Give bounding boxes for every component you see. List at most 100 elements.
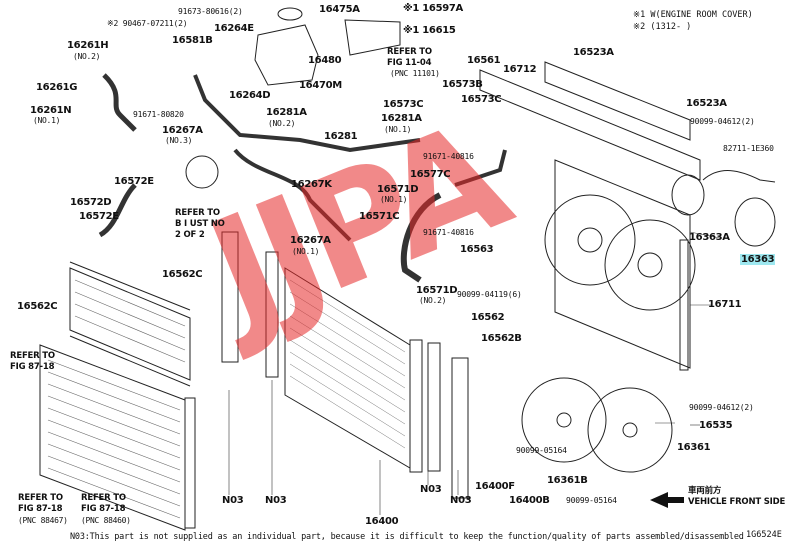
callout-16361B[interactable]: 16361B — [547, 475, 588, 486]
callout-16261H[interactable]: 16261H — [67, 40, 109, 51]
callout-16363[interactable]: 16363 — [740, 254, 776, 265]
refer-8718b-line2[interactable]: FIG 87-18 — [18, 504, 63, 514]
upper-condenser — [69, 261, 191, 387]
callout-16571D-no1[interactable]: 16571D — [377, 184, 419, 195]
refer-8718a-line1[interactable]: REFER TO — [10, 351, 55, 361]
fan-shroud — [544, 159, 696, 371]
callout-16572D[interactable]: 16572D — [70, 197, 112, 208]
callout-16615[interactable]: ※1 16615 — [403, 25, 456, 36]
callout-16264E[interactable]: 16264E — [214, 23, 254, 34]
callout-16264D[interactable]: 16264D — [229, 90, 271, 101]
callout-90099-04119[interactable]: 90099-04119(6) — [457, 290, 522, 299]
callout-90099-04612-top[interactable]: 90099-04612(2) — [690, 117, 755, 126]
callout-90099-05164-bottom[interactable]: 90099-05164 — [566, 496, 617, 505]
callout-16573C-left[interactable]: 16573C — [383, 99, 424, 110]
callout-16573C-right[interactable]: 16573C — [461, 94, 502, 105]
callout-82711[interactable]: 82711-1E360 — [723, 144, 774, 153]
refer-8718c-line1[interactable]: REFER TO — [81, 493, 126, 503]
water-outlet — [185, 155, 219, 189]
front-arrow-icon — [650, 492, 684, 508]
callout-16261H-sub: (NO.2) — [73, 52, 101, 61]
callout-16361[interactable]: 16361 — [677, 442, 711, 453]
drawing-code: 1G6524E — [746, 530, 782, 540]
callout-n03-2[interactable]: N03 — [265, 495, 287, 506]
callout-16571D-no2-sub: (NO.2) — [419, 296, 447, 305]
callout-16562C-right[interactable]: 16562C — [162, 269, 203, 280]
refer-8718b-line1[interactable]: REFER TO — [18, 493, 63, 503]
callout-91671-40816-bottom[interactable]: 91671-40816 — [423, 228, 474, 237]
callout-16363A[interactable]: 16363A — [689, 232, 730, 243]
callout-16562[interactable]: 16562 — [471, 312, 505, 323]
callout-16577C[interactable]: 16577C — [410, 169, 451, 180]
callout-16711[interactable]: 16711 — [708, 299, 742, 310]
callout-16363-text: 16363 — [740, 254, 776, 265]
callout-16571D-no1-sub: (NO.1) — [380, 195, 408, 204]
callout-16281A-no1[interactable]: 16281A — [381, 113, 422, 124]
callout-90099-05164-left[interactable]: 90099-05164 — [516, 446, 567, 455]
callout-16563[interactable]: 16563 — [460, 244, 494, 255]
leader-lines — [228, 231, 721, 515]
callout-16562C-left[interactable]: 16562C — [17, 301, 58, 312]
refer-8718c-pnc: (PNC 88460) — [81, 516, 131, 525]
callout-16572E-bottom[interactable]: 16572E — [79, 211, 119, 222]
callout-16261G[interactable]: 16261G — [36, 82, 78, 93]
callout-n03-3[interactable]: N03 — [420, 484, 442, 495]
callout-16470M[interactable]: 16470M — [299, 80, 342, 91]
refer-b-line2[interactable]: B I UST NO — [175, 219, 225, 229]
callout-n03-4[interactable]: N03 — [450, 495, 472, 506]
callout-16261N-sub: (NO.1) — [33, 116, 61, 125]
callout-16400B[interactable]: 16400B — [509, 495, 550, 506]
callout-16267A-no1-sub: (NO.1) — [292, 247, 320, 256]
callout-91671-40816-top[interactable]: 91671-40816 — [423, 152, 474, 161]
radiator-right-seal — [427, 342, 441, 472]
callout-16281A-no1-sub: (NO.1) — [384, 125, 412, 134]
callout-16535[interactable]: 16535 — [699, 420, 733, 431]
callout-16400F[interactable]: 16400F — [475, 481, 515, 492]
callout-16267A-no3-sub: (NO.3) — [165, 136, 193, 145]
refer-b-line1[interactable]: REFER TO — [175, 208, 220, 218]
callout-16571C[interactable]: 16571C — [359, 211, 400, 222]
radiator-left-tank — [221, 231, 239, 363]
radiator-side-seal — [265, 251, 279, 378]
reservoir-tank — [254, 7, 401, 86]
callout-16571D-no2[interactable]: 16571D — [416, 285, 458, 296]
refer-8718a-line2[interactable]: FIG 87-18 — [10, 362, 55, 372]
callout-16523A-top[interactable]: 16523A — [573, 47, 614, 58]
callout-16712[interactable]: 16712 — [503, 64, 537, 75]
callout-16572E-top[interactable]: 16572E — [114, 176, 154, 187]
refer-1104-line1[interactable]: REFER TO — [387, 47, 432, 57]
callout-90099-04612-bottom[interactable]: 90099-04612(2) — [689, 403, 754, 412]
callout-16475A[interactable]: 16475A — [319, 4, 360, 15]
fan-blades — [521, 377, 673, 473]
front-direction-jp: 車両前方 — [688, 486, 722, 496]
callout-16281A-no2-sub: (NO.2) — [268, 119, 296, 128]
front-direction-en: VEHICLE FRONT SIDE — [688, 497, 786, 507]
refer-1104-line2[interactable]: FIG 11-04 — [387, 58, 432, 68]
callout-91671-80820[interactable]: 91671-80820 — [133, 110, 184, 119]
callout-16562B[interactable]: 16562B — [481, 333, 522, 344]
callout-90467[interactable]: ※2 90467-07211(2) — [107, 19, 188, 28]
callout-n03-1[interactable]: N03 — [222, 495, 244, 506]
callout-16597A[interactable]: ※1 16597A — [403, 3, 463, 14]
refer-b-line3[interactable]: 2 OF 2 — [175, 230, 205, 240]
callout-16523A-right[interactable]: 16523A — [686, 98, 727, 109]
callout-16267A-no3[interactable]: 16267A — [162, 125, 203, 136]
callout-91673[interactable]: 91673-80616(2) — [178, 7, 243, 16]
callout-16281A-no2[interactable]: 16281A — [266, 107, 307, 118]
condenser-core — [39, 344, 196, 531]
callout-16400[interactable]: 16400 — [365, 516, 399, 527]
upper-support-rail — [479, 69, 701, 181]
callout-16480[interactable]: 16480 — [308, 55, 342, 66]
callout-16267K[interactable]: 16267K — [291, 179, 332, 190]
refer-8718c-line2[interactable]: FIG 87-18 — [81, 504, 126, 514]
callout-16573B[interactable]: 16573B — [442, 79, 483, 90]
radiator-core — [284, 267, 423, 473]
callout-16581B[interactable]: 16581B — [172, 35, 213, 46]
callout-16561[interactable]: 16561 — [467, 55, 501, 66]
callout-16267A-no1[interactable]: 16267A — [290, 235, 331, 246]
callout-16281[interactable]: 16281 — [324, 131, 358, 142]
callout-16261N[interactable]: 16261N — [30, 105, 72, 116]
refer-8718b-pnc: (PNC 88467) — [18, 516, 68, 525]
